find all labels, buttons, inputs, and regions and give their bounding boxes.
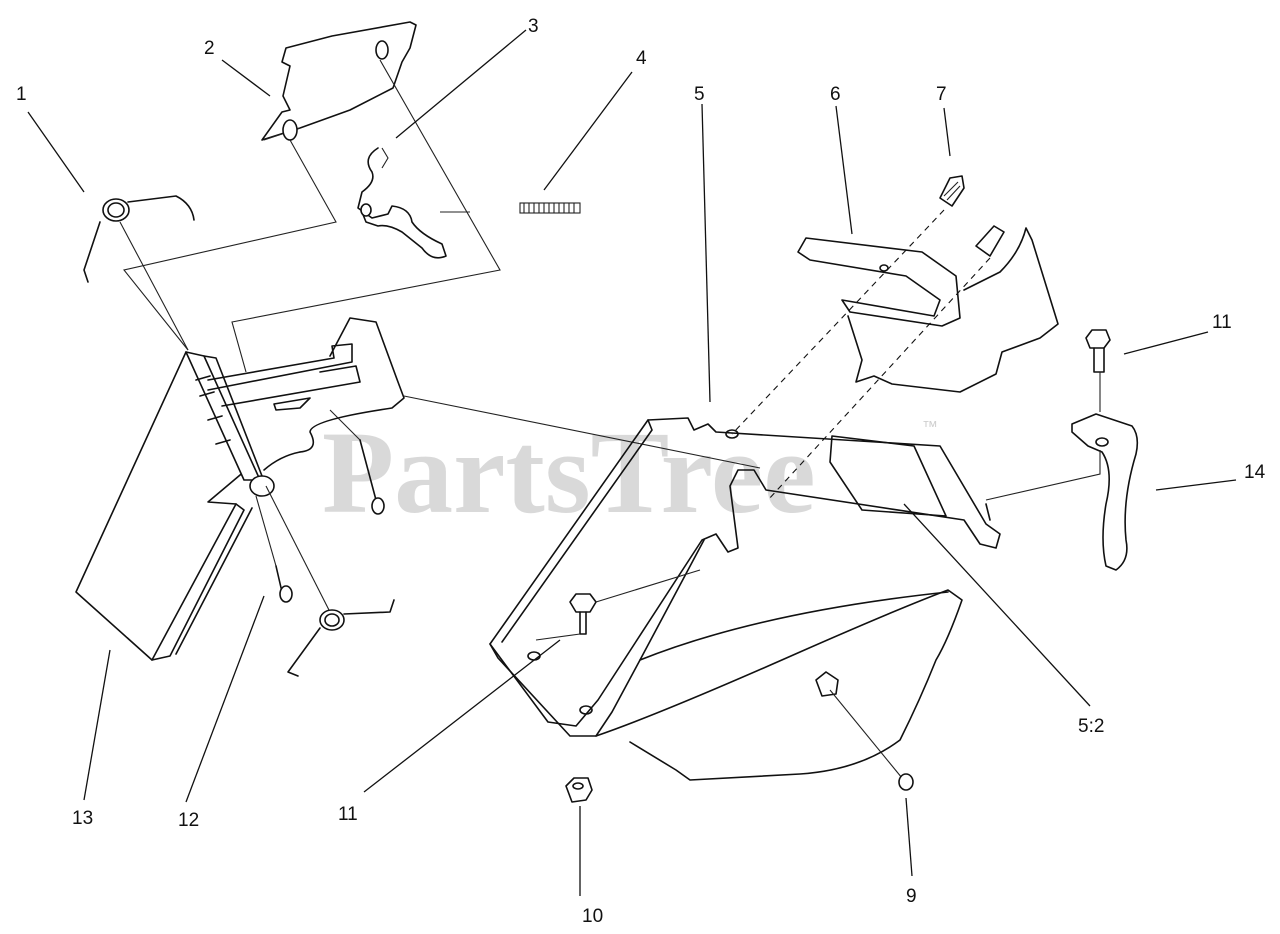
- callout-13: 13: [72, 808, 93, 829]
- callout-1: 1: [16, 84, 27, 105]
- callout-3: 3: [528, 16, 539, 37]
- callout-12: 12: [178, 810, 199, 831]
- callout-11-lower: 11: [338, 804, 358, 825]
- callout-10: 10: [582, 906, 603, 927]
- part-link-bracket: [357, 147, 447, 259]
- leader-lines: [27, 29, 1237, 896]
- part-hinge-bracket: [185, 351, 275, 497]
- callout-2: 2: [204, 38, 215, 59]
- callout-11-upper: 11: [1212, 312, 1232, 333]
- part-torsion-spring-upper: [83, 195, 195, 351]
- part-cover-plate: [797, 227, 1059, 393]
- part-screw-set: [731, 175, 1005, 501]
- part-hex-nut: [565, 777, 593, 803]
- part-torsion-spring-lower: [265, 485, 395, 677]
- part-lever: [985, 413, 1139, 571]
- callout-5: 5: [694, 84, 705, 105]
- part-bolt-lower: [535, 569, 701, 641]
- callout-5-2: 5:2: [1078, 716, 1104, 737]
- watermark-trademark: ™: [922, 419, 938, 436]
- callout-14: 14: [1244, 462, 1266, 483]
- part-lower-guard: [595, 589, 963, 791]
- part-deflector-panel: [75, 351, 253, 661]
- callout-9: 9: [906, 886, 917, 907]
- callout-6: 6: [830, 84, 841, 105]
- callout-labels: 1 2 3 4 5 6 7 11 14 5:2 13 12 11 10 9: [16, 16, 1266, 927]
- part-pivot-plate: [261, 21, 417, 141]
- part-bolt-upper: [1085, 329, 1111, 412]
- watermark-text: PartsTree: [322, 407, 816, 538]
- callout-7: 7: [936, 84, 947, 105]
- part-mount-plate: [207, 317, 405, 471]
- part-carriage-screw-left: [329, 409, 385, 515]
- part-pivot-screw: [255, 495, 293, 603]
- callout-4: 4: [636, 48, 647, 69]
- part-compression-spring: [519, 202, 581, 214]
